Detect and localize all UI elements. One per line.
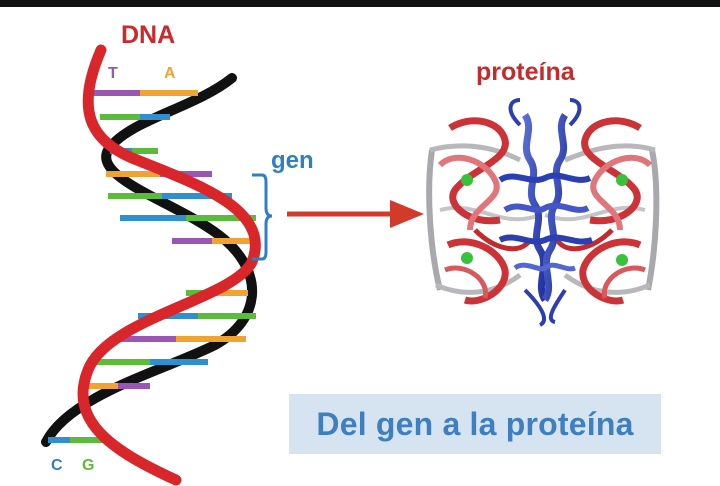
- base-pair: [198, 313, 256, 319]
- base-label-bottom-right: G: [82, 457, 95, 474]
- base-pair: [118, 383, 150, 389]
- base-pair: [110, 336, 176, 342]
- base-pair: [162, 193, 232, 199]
- top-border-bar: [0, 0, 720, 7]
- base-pair: [140, 114, 170, 120]
- base-pair: [212, 238, 256, 244]
- dna-red-strand: [77, 44, 261, 486]
- caption-text: Del gen a la proteína: [316, 405, 634, 442]
- base-pair: [82, 383, 118, 389]
- base-pair: [108, 193, 162, 199]
- base-pair: [106, 171, 160, 177]
- base-pair: [186, 215, 256, 221]
- base-label-bottom-left: C: [51, 457, 63, 474]
- gene-to-protein-arrow: [287, 200, 424, 228]
- base-label-top-left: T: [108, 65, 118, 82]
- base-label-top-right: A: [164, 65, 176, 82]
- base-pair: [176, 336, 246, 342]
- gene-bracket: [252, 173, 273, 261]
- base-pair: [100, 114, 140, 120]
- protein-structure-illustration: [426, 98, 660, 327]
- base-pair: [172, 238, 212, 244]
- gene-label: gen: [271, 147, 314, 174]
- base-pair: [90, 359, 150, 365]
- base-pair: [88, 90, 140, 96]
- base-pair: [216, 290, 248, 296]
- base-pair: [120, 215, 186, 221]
- base-pair: [150, 359, 208, 365]
- protein-label: proteína: [476, 58, 575, 86]
- base-pair: [132, 148, 158, 154]
- base-pair: [70, 437, 106, 443]
- caption-box: Del gen a la proteína: [289, 394, 661, 454]
- base-pair: [140, 90, 198, 96]
- dna-label: DNA: [121, 21, 176, 49]
- base-pair: [48, 437, 70, 443]
